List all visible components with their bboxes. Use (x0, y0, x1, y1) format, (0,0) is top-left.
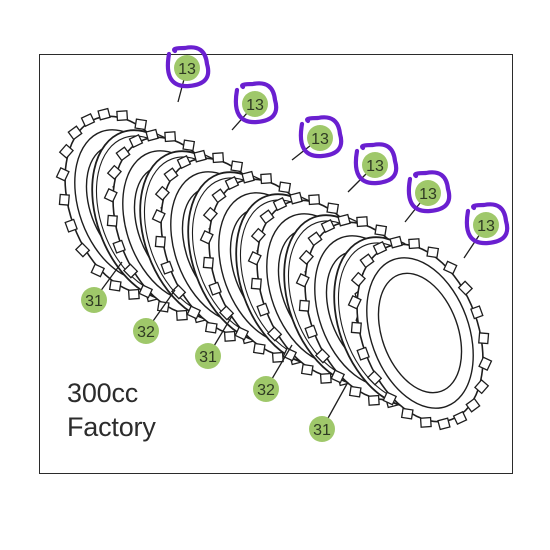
friction-plate (347, 235, 493, 431)
callout-number: 31 (199, 349, 217, 366)
hand-drawn-circle (165, 45, 211, 89)
part-callout-13: 13 (307, 125, 333, 151)
callout-badge (309, 416, 335, 442)
callout-number: 32 (257, 382, 275, 399)
callout-number: 13 (311, 131, 329, 148)
hand-drawn-circle (406, 170, 452, 214)
callout-number: 13 (178, 61, 196, 78)
part-callout-32: 32 (133, 318, 159, 344)
callout-badge (307, 125, 333, 151)
clutch-plates (55, 107, 493, 431)
callout-badge (195, 343, 221, 369)
callout-number: 13 (366, 158, 384, 175)
part-callout-31: 31 (81, 287, 107, 313)
hand-drawn-circle (353, 142, 399, 186)
callout-badge (473, 212, 499, 238)
caption-engine: 300cc (67, 378, 139, 408)
callout-number: 13 (419, 186, 437, 203)
part-callout-13: 13 (415, 180, 441, 206)
hand-drawn-circle (233, 81, 279, 125)
caption-variant: Factory (67, 412, 156, 442)
purple-annotations (165, 45, 510, 246)
callout-number: 32 (137, 324, 155, 341)
part-callout-13: 13 (174, 55, 200, 81)
hand-drawn-circle (464, 202, 510, 246)
callout-number: 31 (313, 422, 331, 439)
callout-badge (81, 287, 107, 313)
callout-number: 13 (477, 218, 495, 235)
part-callouts: 13 13 13 13 13 13 31 32 31 32 31 (81, 55, 499, 442)
part-callout-32: 32 (253, 376, 279, 402)
part-callout-13: 13 (362, 152, 388, 178)
callout-badge (133, 318, 159, 344)
hand-drawn-circle (298, 115, 344, 159)
callout-badge (415, 180, 441, 206)
part-callout-13: 13 (242, 91, 268, 117)
callout-badge (242, 91, 268, 117)
callout-number: 13 (246, 97, 264, 114)
part-callout-13: 13 (473, 212, 499, 238)
model-caption: 300cc Factory (67, 376, 156, 444)
part-callout-31: 31 (195, 343, 221, 369)
callout-number: 31 (85, 293, 103, 310)
callout-badge (362, 152, 388, 178)
part-callout-31: 31 (309, 416, 335, 442)
callout-badge (253, 376, 279, 402)
callout-badge (174, 55, 200, 81)
